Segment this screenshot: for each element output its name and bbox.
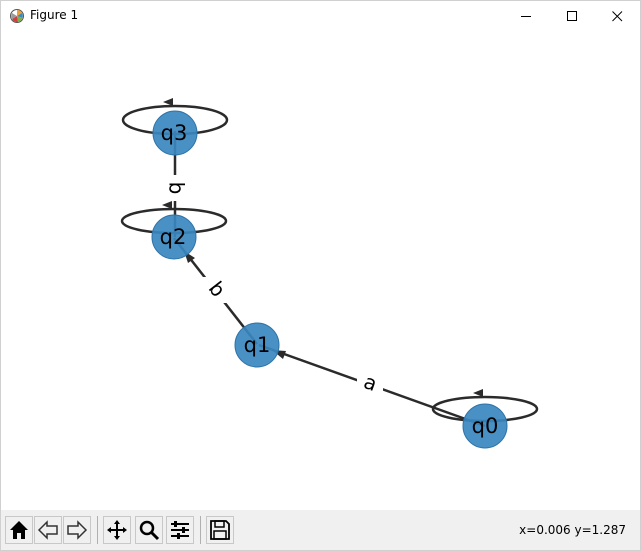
minimize-button[interactable] bbox=[503, 1, 549, 31]
forward-button[interactable] bbox=[63, 516, 91, 544]
arrowhead-icon bbox=[163, 98, 173, 106]
zoom-icon bbox=[139, 520, 160, 541]
toolbar-separator bbox=[97, 516, 98, 544]
back-arrow-icon bbox=[37, 520, 58, 540]
node-q3: q3 bbox=[152, 110, 198, 156]
title-bar[interactable]: Figure 1 bbox=[1, 1, 640, 31]
node-label-q0: q0 bbox=[472, 414, 499, 438]
close-icon bbox=[611, 10, 622, 21]
zoom-button[interactable] bbox=[135, 516, 163, 544]
maximize-button[interactable] bbox=[549, 1, 595, 31]
node-label-q1: q1 bbox=[244, 333, 271, 357]
close-button[interactable] bbox=[594, 1, 640, 31]
window-title: Figure 1 bbox=[30, 8, 79, 22]
save-button[interactable] bbox=[206, 516, 234, 544]
node-q2: q2 bbox=[151, 214, 197, 260]
edge-q1-q2: b bbox=[173, 237, 258, 345]
node-label-q3: q3 bbox=[161, 121, 188, 145]
navigation-toolbar: x=0.006 y=1.287 bbox=[1, 510, 640, 550]
pan-icon bbox=[107, 520, 127, 540]
pan-button[interactable] bbox=[103, 516, 131, 544]
cursor-coordinates: x=0.006 y=1.287 bbox=[519, 523, 626, 537]
edge-label-b2: b bbox=[165, 182, 189, 195]
node-q1: q1 bbox=[234, 322, 280, 368]
matplotlib-logo-icon bbox=[9, 8, 25, 24]
forward-arrow-icon bbox=[67, 520, 88, 540]
configure-subplots-button[interactable] bbox=[166, 516, 194, 544]
toolbar-separator bbox=[200, 516, 201, 544]
node-label-q2: q2 bbox=[160, 225, 187, 249]
edge-label-bg bbox=[163, 175, 187, 201]
edge-q0-q1: a bbox=[258, 343, 486, 428]
configure-subplots-icon bbox=[171, 521, 189, 539]
node-q0: q0 bbox=[462, 403, 508, 449]
home-button[interactable] bbox=[5, 516, 33, 544]
back-button[interactable] bbox=[34, 516, 62, 544]
graph-plot[interactable]: a b b bbox=[1, 31, 640, 510]
edge-label-bg bbox=[357, 371, 383, 397]
maximize-icon bbox=[566, 10, 577, 21]
arrowhead-icon bbox=[162, 201, 172, 209]
home-icon bbox=[10, 521, 28, 539]
save-icon bbox=[210, 520, 230, 540]
arrowhead-icon bbox=[473, 389, 483, 397]
minimize-icon bbox=[520, 15, 531, 17]
edge-label-bg bbox=[203, 277, 229, 303]
figure-canvas[interactable]: a b b bbox=[1, 31, 640, 510]
